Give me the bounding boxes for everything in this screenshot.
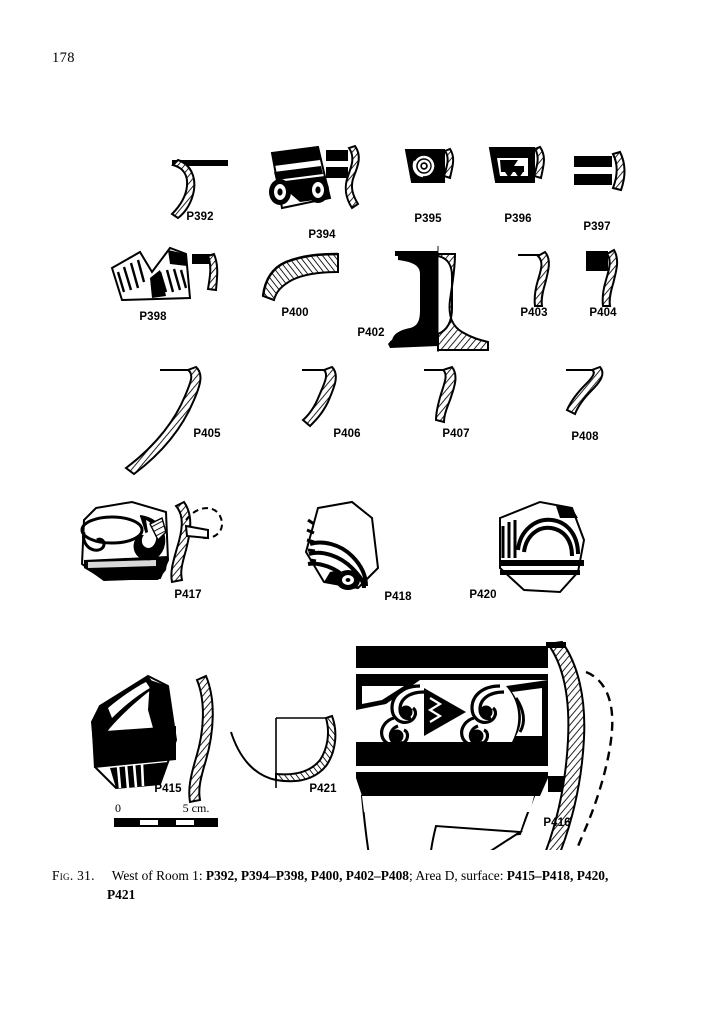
page-number: 178	[52, 50, 75, 66]
item-P404: P404	[586, 248, 619, 319]
item-P403: P403	[518, 250, 550, 319]
item-P408: P408	[565, 365, 604, 443]
item-P421: P421	[230, 714, 337, 795]
label-P404: P404	[589, 307, 617, 319]
label-P406: P406	[333, 428, 360, 440]
label-P396: P396	[504, 213, 531, 225]
label-P420: P420	[469, 589, 496, 601]
scale-label-five: 5 cm.	[183, 801, 210, 815]
label-P400: P400	[281, 307, 308, 319]
label-P394: P394	[308, 229, 336, 241]
label-P415: P415	[154, 783, 182, 795]
item-P420: P420	[469, 500, 586, 601]
scale-label-zero: 0	[115, 801, 121, 815]
label-P398: P398	[139, 311, 167, 323]
item-P406: P406	[301, 365, 361, 440]
item-P395: P395	[404, 147, 455, 225]
label-P421: P421	[309, 783, 337, 795]
item-P405: P405	[124, 365, 221, 476]
label-P402: P402	[357, 327, 384, 339]
item-P396: P396	[488, 145, 545, 225]
item-P407: P407	[424, 365, 470, 440]
item-P400: P400	[261, 252, 339, 319]
item-P415: P415	[90, 674, 214, 804]
label-P408: P408	[571, 431, 599, 443]
label-P395: P395	[414, 213, 442, 225]
item-P397: P397	[574, 150, 626, 233]
caption-text-1: West of Room 1:	[111, 868, 206, 883]
label-P405: P405	[193, 428, 221, 440]
item-P418: P418	[304, 500, 412, 603]
item-P402: P402	[357, 246, 489, 352]
label-P417: P417	[174, 589, 201, 601]
caption-text-2: ; Area D, surface:	[409, 868, 507, 883]
label-P403: P403	[520, 307, 547, 319]
figure-plate: P392 P394 P395	[0, 120, 719, 850]
item-P392: P392	[170, 158, 228, 223]
label-P397: P397	[583, 221, 610, 233]
label-P416: P416	[543, 817, 570, 829]
item-P398: P398	[110, 246, 219, 323]
caption-figure-number: Fig. 31.	[52, 868, 95, 883]
caption-line-2: P421	[107, 887, 136, 902]
figure-caption: Fig. 31. West of Room 1: P392, P394–P398,…	[52, 866, 692, 904]
label-P392: P392	[186, 211, 213, 223]
label-P418: P418	[384, 591, 412, 603]
scale-bar: 0 5 cm.	[114, 801, 218, 827]
caption-bold-1: P392, P394–P398, P400, P402–P408	[205, 868, 409, 883]
item-P394: P394	[269, 144, 360, 241]
caption-bold-2: P415–P418, P420,	[506, 868, 609, 883]
item-P416: P416	[356, 640, 614, 850]
item-P417: P417	[80, 500, 224, 601]
label-P407: P407	[442, 428, 469, 440]
